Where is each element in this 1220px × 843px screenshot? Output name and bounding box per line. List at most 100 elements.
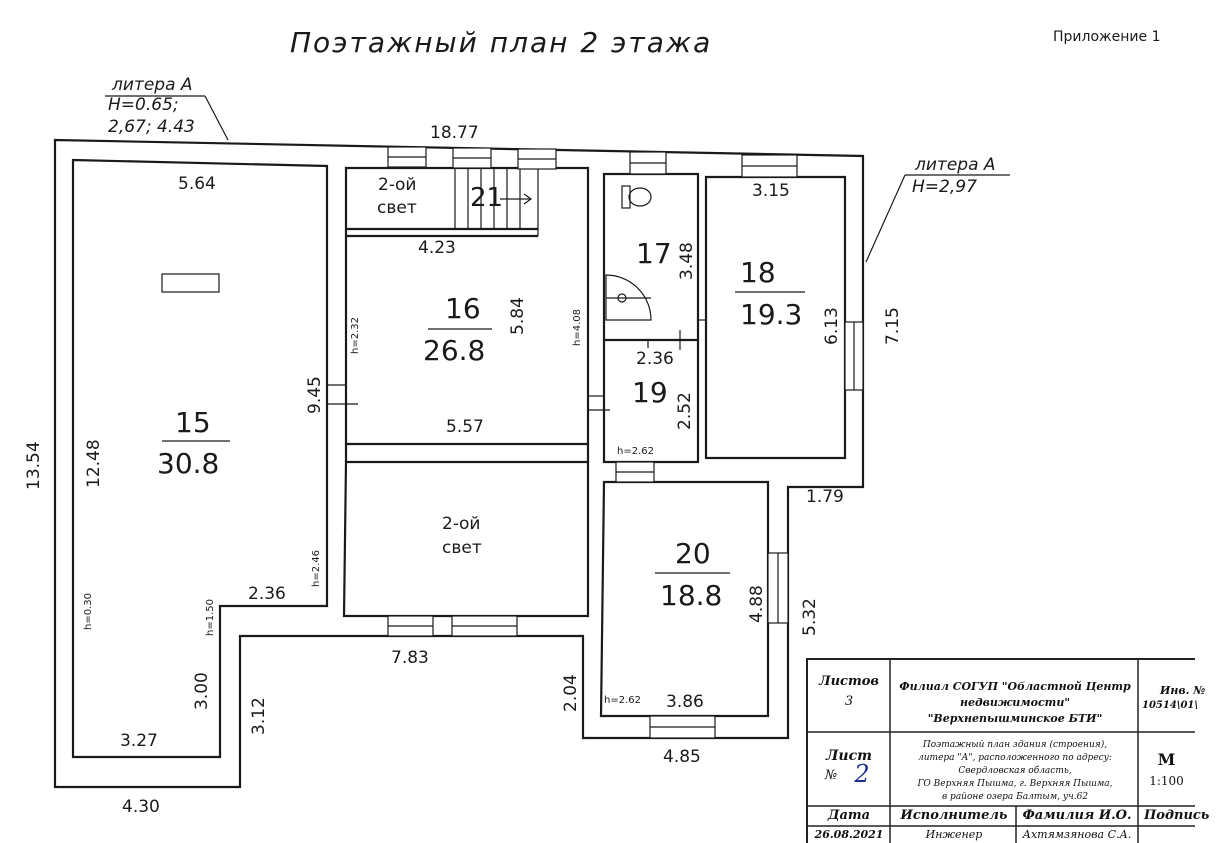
svg-text:3.27: 3.27	[120, 731, 158, 751]
svg-text:литера А: литера А	[111, 75, 193, 95]
sheets-label: Листов	[819, 674, 879, 689]
room-17-label: 17	[636, 237, 672, 270]
litera-left-callout: литера А H=0.65; 2,67; 4.43	[105, 75, 229, 141]
second-light-lower: 2-ой свет	[442, 514, 482, 558]
svg-text:18.77: 18.77	[430, 123, 479, 143]
svg-text:H=2,97: H=2,97	[912, 177, 977, 197]
chimney-rect	[161, 273, 220, 293]
svg-text:26.8: 26.8	[423, 334, 485, 367]
svg-text:h=2.32: h=2.32	[350, 317, 361, 354]
plan-title: Поэтажный план 2 этажа	[290, 26, 712, 59]
svg-text:4.85: 4.85	[663, 747, 701, 767]
toilet-icon	[621, 185, 652, 209]
height-marks: h=2.32 h=4.08 h=2.62 h=2.62 h=2.46 h=1.5…	[83, 309, 654, 706]
svg-text:2.36: 2.36	[248, 584, 286, 604]
org-line2: недвижимости"	[959, 696, 1071, 709]
svg-text:2-ой: 2-ой	[378, 175, 416, 195]
svg-text:20: 20	[675, 537, 711, 570]
svg-text:5.64: 5.64	[178, 174, 216, 194]
svg-text:4.23: 4.23	[418, 238, 456, 258]
svg-text:30.8: 30.8	[157, 447, 219, 480]
desc-line4: ГО Верхняя Пышма, г. Верхняя Пышма,	[917, 779, 1113, 789]
sheet-no-label: №	[824, 768, 838, 783]
name-value: Ахтямзянова С.А.	[1022, 828, 1132, 841]
svg-text:3.00: 3.00	[192, 672, 212, 710]
room-20-label: 20 18.8	[655, 537, 730, 612]
room-15-outline	[71, 158, 329, 759]
svg-text:18.8: 18.8	[660, 579, 722, 612]
svg-text:19.3: 19.3	[740, 298, 802, 331]
second-light-outline	[342, 460, 590, 618]
svg-text:литера А: литера А	[914, 155, 996, 175]
svg-text:свет: свет	[442, 538, 482, 558]
date-value: 26.08.2021	[814, 828, 884, 841]
svg-text:5.32: 5.32	[800, 598, 820, 636]
svg-text:5.57: 5.57	[446, 417, 484, 437]
appendix-label: Приложение 1	[1053, 29, 1160, 45]
svg-text:3.86: 3.86	[666, 692, 704, 712]
svg-text:16: 16	[445, 292, 481, 325]
svg-text:6.13: 6.13	[822, 307, 842, 345]
title-block: Листов 3 Филиал СОГУП "Областной Центр н…	[806, 658, 1209, 843]
room-17-outline	[602, 172, 700, 464]
room-19-label: 19	[632, 376, 668, 409]
inv-value: 10514\01\	[1142, 700, 1199, 711]
svg-text:h=1.50: h=1.50	[205, 599, 216, 636]
svg-text:h=4.08: h=4.08	[572, 309, 583, 346]
sheet-label: Лист	[826, 748, 872, 764]
desc-line3: Свердловская область,	[958, 766, 1072, 776]
scale-label: М	[1157, 750, 1176, 769]
svg-text:3.15: 3.15	[752, 181, 790, 201]
title-block-grid	[808, 660, 1195, 843]
room-21-label: 21	[470, 183, 503, 213]
date-label: Дата	[827, 808, 871, 823]
litera-right-callout: литера А H=2,97	[865, 155, 1010, 263]
svg-text:15: 15	[175, 406, 211, 439]
svg-text:13.54: 13.54	[24, 441, 44, 490]
inv-label: Инв. №	[1160, 684, 1206, 697]
svg-text:2.04: 2.04	[561, 674, 581, 712]
svg-text:7.15: 7.15	[883, 307, 903, 345]
sheet-no-value: 2	[854, 760, 870, 788]
svg-text:3.48: 3.48	[677, 242, 697, 280]
windows	[326, 146, 864, 739]
room-18-label: 18 19.3	[735, 256, 805, 331]
room-18-outline	[704, 175, 847, 460]
svg-text:4.30: 4.30	[122, 797, 160, 817]
svg-text:9.45: 9.45	[305, 376, 325, 414]
svg-text:2,67; 4.43: 2,67; 4.43	[108, 117, 195, 137]
scale-value: 1:100	[1149, 774, 1184, 788]
svg-text:свет: свет	[377, 198, 417, 218]
stair-21	[454, 168, 533, 229]
svg-text:h=2.62: h=2.62	[617, 446, 654, 457]
svg-text:18: 18	[740, 256, 776, 289]
second-light-upper: 2-ой свет	[377, 175, 417, 218]
svg-text:5.84: 5.84	[508, 297, 528, 335]
svg-text:12.48: 12.48	[84, 439, 104, 488]
org-line3: "Верхнепышминское БТИ"	[927, 712, 1103, 725]
svg-text:2-ой: 2-ой	[442, 514, 480, 534]
svg-text:H=0.65;: H=0.65;	[108, 95, 179, 115]
performer-value: Инженер	[925, 828, 983, 841]
floor-plan: Поэтажный план 2 этажа Приложение 1 лите…	[24, 26, 1160, 817]
performer-label: Исполнитель	[900, 808, 1008, 823]
svg-text:2.52: 2.52	[675, 392, 695, 430]
svg-text:7.83: 7.83	[391, 648, 429, 668]
room-20-outline	[599, 480, 770, 718]
svg-text:h=0.30: h=0.30	[83, 593, 94, 630]
org-line1: Филиал СОГУП "Областной Центр	[899, 680, 1131, 693]
sign-label: Подпись	[1144, 808, 1210, 823]
desc-line2: литера "А", расположенного по адресу:	[918, 753, 1112, 763]
svg-text:h=2.46: h=2.46	[311, 550, 322, 587]
desc-line1: Поэтажный план здания (строения),	[922, 740, 1108, 750]
sheets-value: 3	[844, 694, 854, 709]
name-label: Фамилия И.О.	[1022, 808, 1132, 823]
svg-text:3.12: 3.12	[249, 697, 269, 735]
svg-text:h=2.62: h=2.62	[604, 695, 641, 706]
dimension-labels: 18.77 5.64 12.48 13.54 2.36 3.27 3.00 3.…	[24, 123, 903, 817]
svg-text:2.36: 2.36	[636, 349, 674, 369]
desc-line5: в районе озера Балтым, уч.62	[941, 792, 1089, 802]
svg-text:4.88: 4.88	[747, 585, 767, 623]
svg-text:1.79: 1.79	[806, 487, 844, 507]
room-15-label: 15 30.8	[157, 406, 230, 480]
